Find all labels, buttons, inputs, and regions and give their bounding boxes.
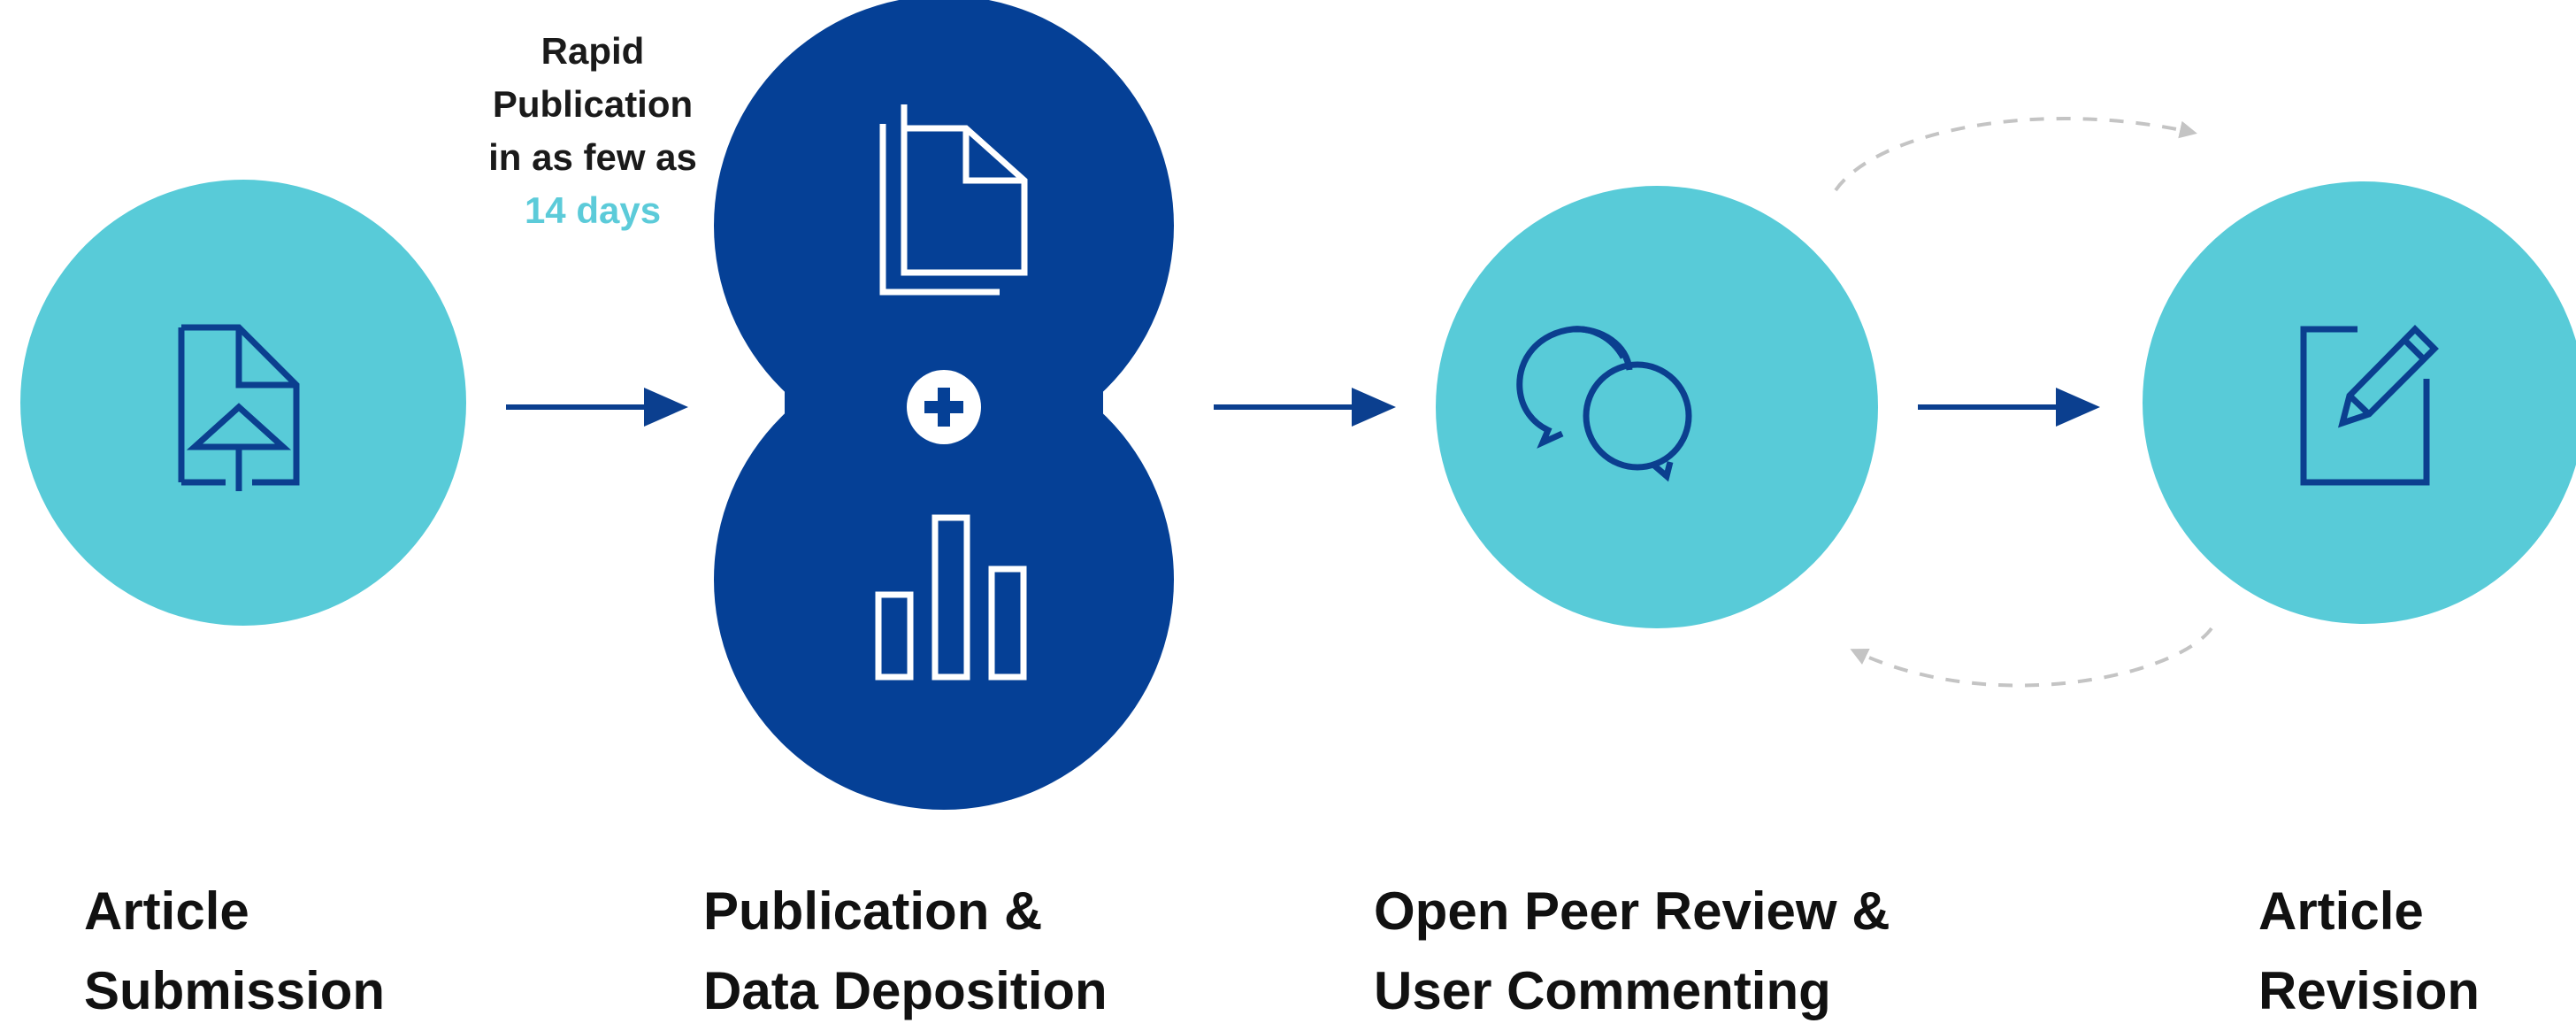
step-label-line-1: Publication &: [703, 881, 1043, 941]
step-label-line-1: Article: [84, 881, 249, 941]
submission-circle: [20, 180, 466, 626]
rapid-publication-note: Rapid Publication in as few as 14 days: [442, 25, 743, 237]
note-line-1: Rapid: [540, 30, 645, 72]
step-label-revision: Article Revision: [2258, 872, 2480, 1031]
plus-icon: [907, 370, 981, 444]
step-label-line-2: Data Deposition: [703, 961, 1108, 1020]
arrow-submission-to-publication: [506, 388, 688, 427]
bar-chart-icon: [875, 514, 1027, 681]
step-label-submission: Article Submission: [84, 872, 385, 1031]
step-label-review: Open Peer Review & User Commenting: [1374, 872, 1890, 1031]
edit-document-icon: [2300, 325, 2439, 486]
document-upload-icon: [178, 324, 300, 491]
dashed-arrow-to-revision: [1834, 117, 2197, 192]
step-label-line-1: Open Peer Review &: [1374, 881, 1890, 941]
note-line-2: Publication: [492, 83, 694, 125]
step-label-line-2: User Commenting: [1374, 961, 1831, 1020]
step-label-publication: Publication & Data Deposition: [703, 872, 1108, 1031]
speech-bubbles-icon: [1516, 326, 1692, 482]
documents-icon: [879, 104, 1028, 296]
note-line-3: in as few as: [488, 136, 697, 178]
step-label-line-2: Revision: [2258, 961, 2480, 1020]
step-label-line-1: Article: [2258, 881, 2424, 941]
note-line-4: 14 days: [524, 189, 662, 231]
step-label-line-2: Submission: [84, 961, 386, 1020]
review-circle: [1436, 186, 1878, 628]
dashed-arrow-to-review: [1850, 627, 2213, 688]
arrow-publication-to-review: [1214, 388, 1396, 427]
arrow-review-to-revision: [1918, 388, 2100, 427]
publication-shape: [714, 0, 1174, 810]
